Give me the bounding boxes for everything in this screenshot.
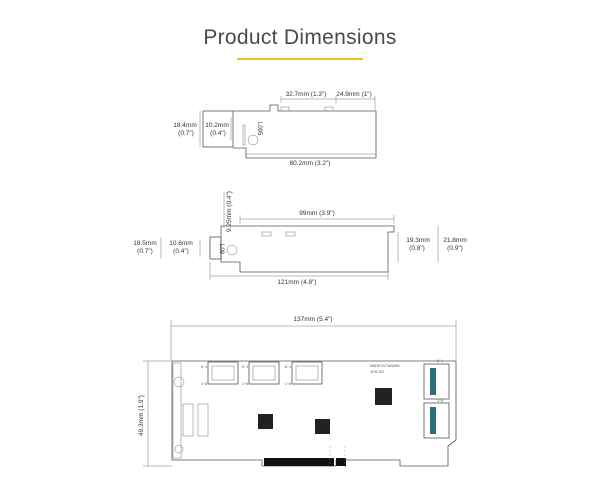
port-label-bottom-1: 1~8 bbox=[201, 382, 207, 386]
page-title: Product Dimensions bbox=[203, 26, 397, 49]
port-label-3: 8~1 bbox=[285, 365, 291, 369]
title-underline bbox=[237, 58, 363, 60]
view2-inner-height-in: (0.4") bbox=[173, 248, 189, 255]
part-number-label: VER 002 bbox=[370, 370, 384, 374]
view3-pcb: 137mm (5.4") 49.3mm (1.9") 8~1 8~1 8~1 1… bbox=[138, 316, 457, 467]
view1-low-profile: 32.7mm (1.3") 24.9mm (1") L095 18.4mm (0… bbox=[173, 91, 377, 167]
port-label-bottom-2: 1~8 bbox=[242, 382, 248, 386]
rj-port-3 bbox=[291, 361, 323, 385]
chip-1 bbox=[258, 414, 273, 429]
pcie-edge-connector bbox=[264, 458, 334, 466]
view1-length: 80.2mm (3.2") bbox=[290, 160, 331, 167]
view2-outer-height-mm: 18.5mm bbox=[133, 240, 156, 247]
view2-length: 121mm (4.8") bbox=[277, 279, 316, 286]
view2-board-label: L09 bbox=[218, 244, 224, 255]
view3-height: 49.3mm (1.9") bbox=[138, 395, 145, 436]
right-port-top bbox=[423, 363, 450, 400]
rj-port-2 bbox=[248, 361, 280, 385]
port-label-1: 8~1 bbox=[201, 365, 207, 369]
right-port-label-bottom: 1~8 bbox=[437, 399, 443, 403]
view2-vertical-dim: 9.25mm (0.4") bbox=[226, 191, 233, 232]
view1-inner-height-mm: 10.2mm bbox=[205, 122, 228, 129]
port-label-bottom-3: 1~8 bbox=[285, 382, 291, 386]
rj-port-1 bbox=[207, 361, 239, 385]
view2-right-outer-mm: 21.8mm bbox=[443, 237, 466, 244]
view1-dim-top-right: 24.9mm (1") bbox=[336, 91, 372, 98]
port-label-2: 8~1 bbox=[242, 365, 248, 369]
view2-outer-height-in: (0.7") bbox=[137, 248, 153, 255]
chip-3 bbox=[375, 388, 392, 405]
view2-full-height: 9.25mm (0.4") 99mm (3.9") L09 18.5mm (0.… bbox=[133, 191, 466, 286]
view3-width: 137mm (5.4") bbox=[293, 316, 332, 323]
view2-right-inner-in: (0.8") bbox=[409, 245, 425, 252]
view2-right-outer-in: (0.9") bbox=[447, 245, 463, 252]
pin-header-left bbox=[182, 403, 209, 437]
view2-top-length: 99mm (3.9") bbox=[299, 210, 335, 217]
right-port-bottom bbox=[423, 402, 450, 439]
right-port-label-top: 8~1 bbox=[437, 359, 443, 363]
view2-right-inner-mm: 19.3mm bbox=[406, 237, 429, 244]
view1-inner-height-in: (0.4") bbox=[210, 130, 226, 137]
view1-outer-height-mm: 18.4mm bbox=[173, 122, 196, 129]
view1-board-label: L095 bbox=[256, 122, 262, 136]
chip-2 bbox=[315, 419, 330, 434]
view1-dim-top-left: 32.7mm (1.3") bbox=[286, 91, 327, 98]
view1-outer-height-in: (0.7") bbox=[178, 130, 194, 137]
made-in-label: MADE IN TAIWAN bbox=[370, 364, 400, 368]
view2-inner-height-mm: 10.6mm bbox=[169, 240, 192, 247]
